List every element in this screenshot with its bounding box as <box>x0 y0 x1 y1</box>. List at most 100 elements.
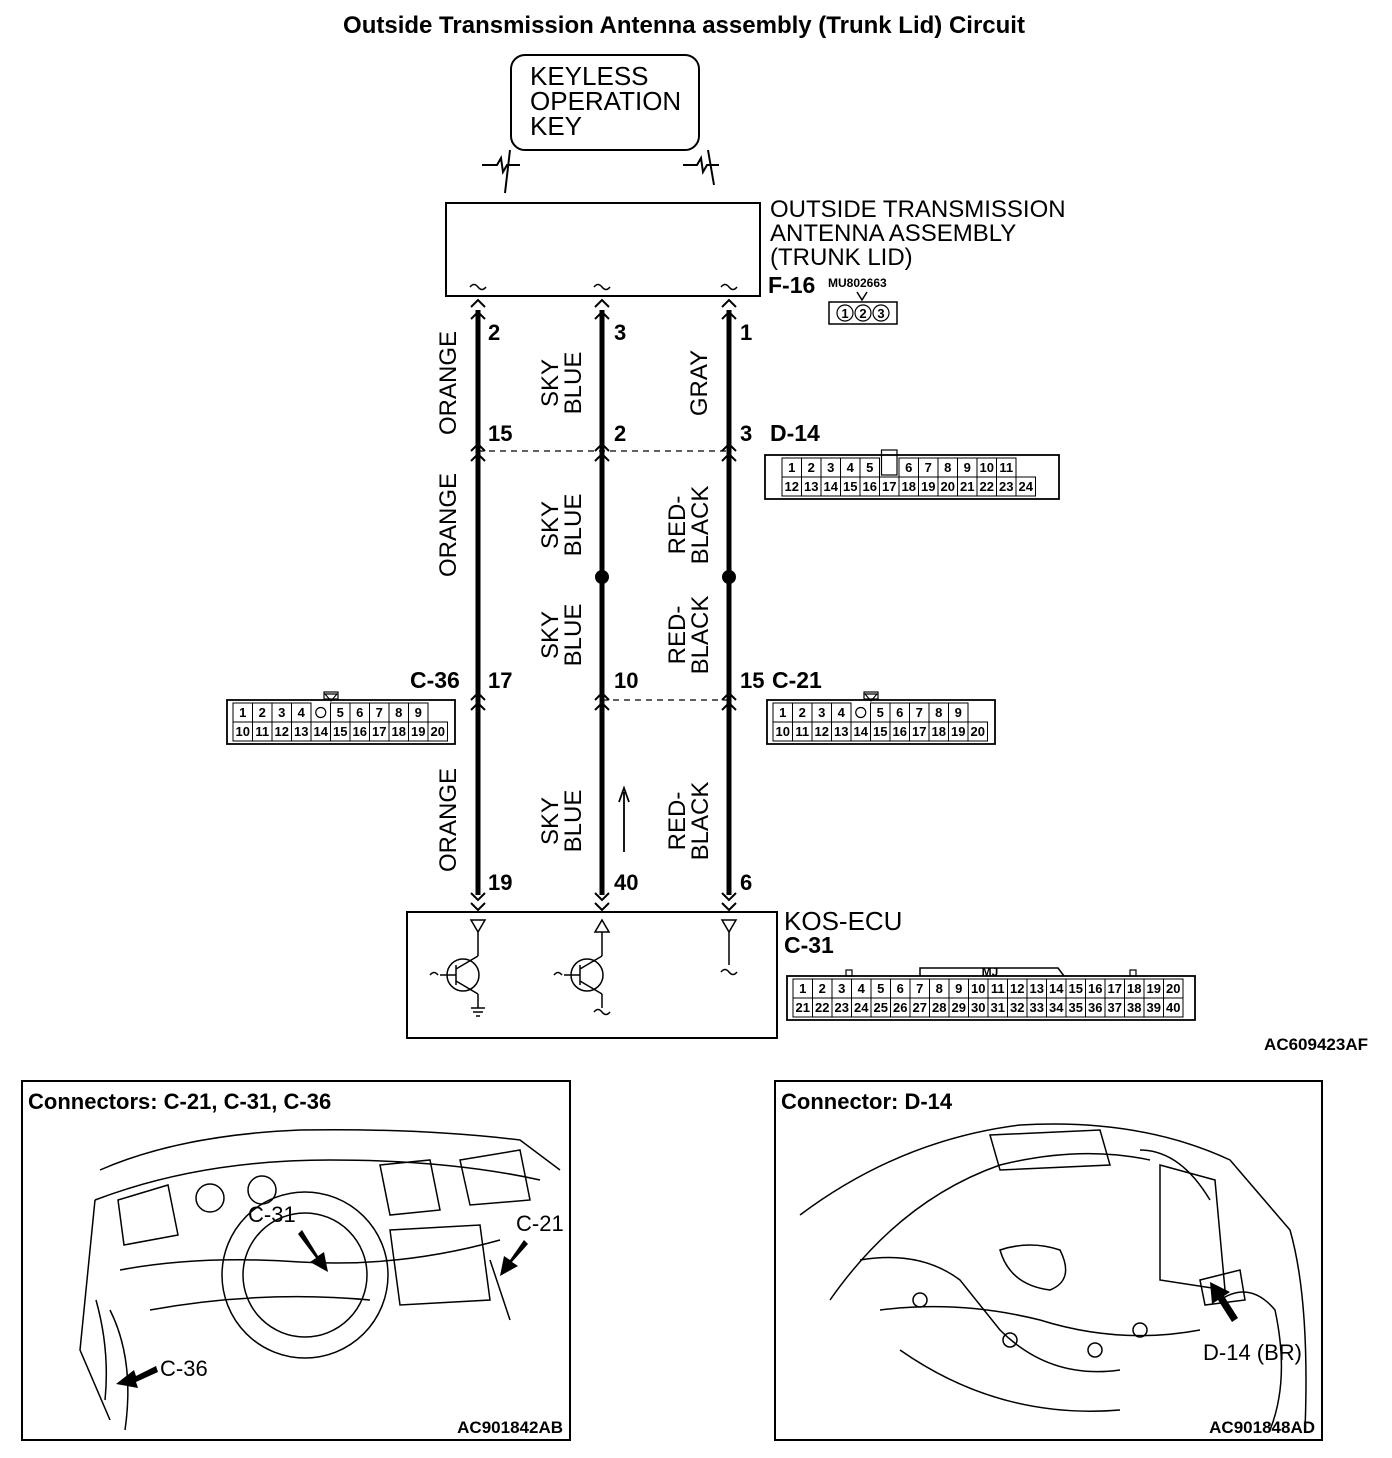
connector-cell-label: 6 <box>896 705 903 720</box>
connector-cell-label: 24 <box>1019 479 1034 494</box>
connector-cell-label: 14 <box>854 724 869 739</box>
connector-cell-label: 1 <box>799 981 806 996</box>
connector-cell-label: 38 <box>1127 1000 1141 1015</box>
connector-cell-label: 16 <box>353 724 367 739</box>
connector-cell-label: 36 <box>1088 1000 1102 1015</box>
photo-panel-trunk: Connector: D-14 D-14 (BR) AC901848AD <box>774 1080 1323 1441</box>
connector-chevron <box>594 902 610 912</box>
connector-cell-label: 9 <box>964 460 971 475</box>
connector-cell-label: 8 <box>395 705 402 720</box>
c31-tag-label: MJ <box>982 965 999 979</box>
connector-cell-label: 2 <box>819 981 826 996</box>
connector-cell-label: 10 <box>776 724 790 739</box>
connector-d14-id: D-14 <box>770 420 820 446</box>
connector-cell-label: 21 <box>796 1000 810 1015</box>
connector-chevron <box>594 452 610 462</box>
connector-chevron <box>594 691 610 701</box>
connector-chevron <box>470 892 486 902</box>
right-wire-color-2: RED- BLACK <box>664 486 714 565</box>
connector-cell-label: 29 <box>952 1000 966 1015</box>
left-wire-color-3: ORANGE <box>435 768 462 872</box>
key-notch-icon <box>863 693 879 702</box>
photo-right-code: AC901848AD <box>1209 1418 1315 1437</box>
connector-cell-label: 10 <box>236 724 250 739</box>
left-wire-color-2: ORANGE <box>435 473 462 577</box>
connector-cell-label: 16 <box>893 724 907 739</box>
connector-cell-label: 6 <box>356 705 363 720</box>
connector-cell-label: 21 <box>960 479 974 494</box>
ecu-connector-id: C-31 <box>784 932 834 958</box>
antenna-label-line-1: OUTSIDE TRANSMISSION <box>770 196 1066 223</box>
connector-cell-label: 33 <box>1030 1000 1044 1015</box>
connector-chevron <box>470 691 486 701</box>
connector-chevron <box>721 902 737 912</box>
connector-chevron <box>721 298 737 308</box>
middle-d14-pin: 2 <box>614 421 626 446</box>
photo-left-code: AC901842AB <box>457 1418 563 1437</box>
signal-direction-arrow <box>618 785 630 852</box>
middle-wire-color-2: SKY BLUE <box>537 494 587 557</box>
connector-cell-label: 25 <box>874 1000 888 1015</box>
connector-cell-label: 17 <box>1108 981 1122 996</box>
left-d14-pin: 15 <box>488 421 512 446</box>
connector-cell-label: 22 <box>815 1000 829 1015</box>
connector-chevron <box>594 701 610 711</box>
right-wire-color-3-line-2: BLACK <box>687 596 714 675</box>
connector-cell-label: 16 <box>1088 981 1102 996</box>
connector-cell-label: 10 <box>980 460 994 475</box>
c31-tag-outline <box>919 967 1065 977</box>
right-d14-pin: 3 <box>740 421 752 446</box>
middle-wire-color-1: SKY BLUE <box>537 352 587 415</box>
right-wire-color-2-line-1: RED- <box>664 496 691 555</box>
right-wire-color-4-line-2: BLACK <box>687 782 714 861</box>
connector-cell-label: 14 <box>1049 981 1064 996</box>
middle-ecu-pin: 40 <box>614 870 638 895</box>
connector-cell-label: 7 <box>925 460 932 475</box>
connector-c21-id: C-21 <box>772 667 822 693</box>
connector-cell-label: 3 <box>838 981 845 996</box>
connector-cell-label: 19 <box>921 479 935 494</box>
connector-cell-label: 8 <box>936 981 943 996</box>
connector-cell-label: 18 <box>902 479 916 494</box>
connector-cell-label: 23 <box>835 1000 849 1015</box>
splice-dot-middle <box>595 570 609 584</box>
connector-chevron <box>721 892 737 902</box>
connector-chevrons <box>470 298 737 912</box>
connector-cell-label: 4 <box>298 705 306 720</box>
right-ecu-pin: 6 <box>740 870 752 895</box>
connector-chevron <box>594 442 610 452</box>
dashboard-illustration <box>79 1128 561 1431</box>
diagram-title: Outside Transmission Antenna assembly (T… <box>343 12 1025 39</box>
antenna-label-line-2: ANTENNA ASSEMBLY <box>770 220 1016 247</box>
middle-wire-color-2-line-2: BLUE <box>560 494 587 557</box>
connector-cell-label: 7 <box>916 981 923 996</box>
transistor-icon <box>429 955 485 1017</box>
c21-location-arrow <box>500 1240 528 1276</box>
connector-cell-label: 12 <box>1010 981 1024 996</box>
connector-cell-label: 4 <box>858 981 866 996</box>
middle-wire-color-3-line-2: BLUE <box>560 604 587 667</box>
vehicle-interior-illustration <box>799 1123 1307 1431</box>
middle-wire-color-3-line-1: SKY <box>537 611 564 659</box>
connector-cell-label: 24 <box>854 1000 869 1015</box>
connector-chevron <box>470 902 486 912</box>
connector-outline <box>226 699 456 745</box>
ecu-name: KOS-ECU <box>784 906 902 936</box>
connector-cell-label: 32 <box>1010 1000 1024 1015</box>
connector-cell-label: 27 <box>913 1000 927 1015</box>
connector-cell-label: 11 <box>991 981 1005 996</box>
right-wire-color-1: GRAY <box>686 350 713 416</box>
figure-code: AC609423AF <box>1264 1035 1368 1054</box>
connector-cell-label: 3 <box>818 705 825 720</box>
photo-panel-dashboard: Connectors: C-21, C-31, C-36 C-31 C- <box>21 1080 571 1441</box>
connector-cell-label: 15 <box>1069 981 1083 996</box>
left-wire-color-1: ORANGE <box>435 331 462 435</box>
connector-c36-id: C-36 <box>410 667 460 693</box>
connector-cell-label: 20 <box>971 724 985 739</box>
connector-outline <box>786 975 1196 1021</box>
keyless-operation-key: KEYLESS OPERATION KEY <box>510 54 700 151</box>
middle-f16-pin: 3 <box>614 320 626 345</box>
antenna-label-line-3: (TRUNK LID) <box>770 244 913 271</box>
connector-cell-label: 13 <box>804 479 818 494</box>
